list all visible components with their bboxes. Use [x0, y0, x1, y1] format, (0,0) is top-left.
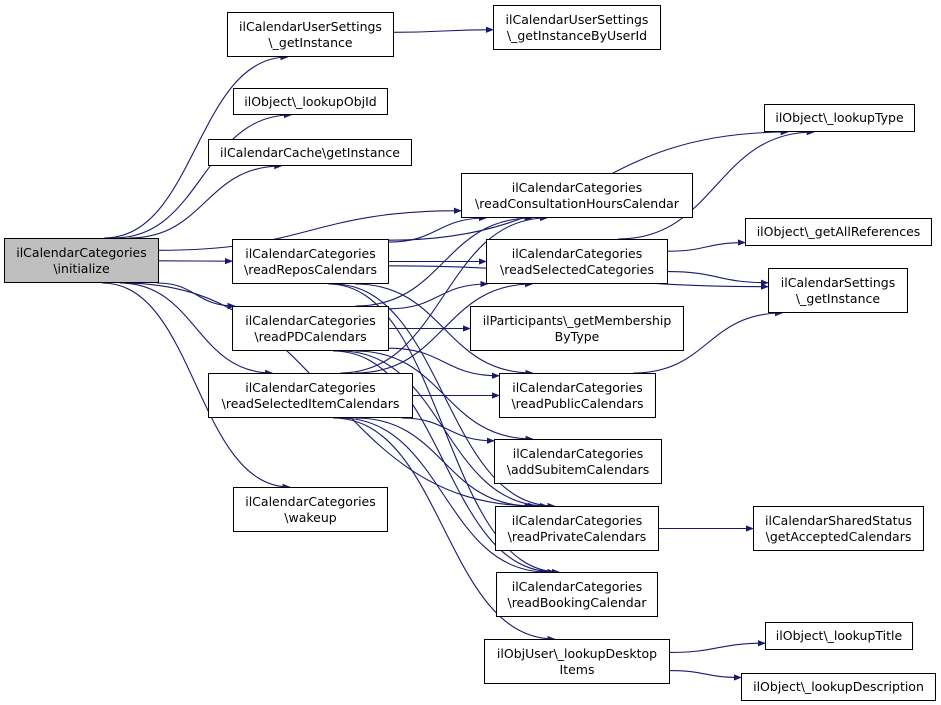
node-readreposcalendars[interactable]: ilCalendarCategories \readReposCalendars [232, 239, 389, 284]
node-label-line2: \readSelectedCategories [500, 261, 654, 277]
node-addsubitemcalendars[interactable]: ilCalendarCategories \addSubitemCalendar… [494, 439, 662, 484]
node-sharedstatus-getacceptedcalendars[interactable]: ilCalendarSharedStatus \getAcceptedCalen… [753, 506, 924, 551]
node-label-line1: ilCalendarCache\getInstance [220, 144, 400, 160]
node-label-line1: ilCalendarCategories [511, 512, 643, 528]
node-lookupobjid[interactable]: ilObject\_lookupObjId [233, 88, 388, 115]
edge-lookupdesktop-to-lookuptitle [669, 640, 766, 653]
node-lookupdesktopitems[interactable]: ilObjUser\_lookupDesktop Items [484, 639, 670, 684]
edge-readselecteditem-to-readselected [355, 280, 534, 374]
edge-readrepos-to-readconsultation [388, 214, 487, 243]
edge-readselecteditem-to-readconsultation [340, 214, 548, 374]
node-lookuptitle[interactable]: ilObject\_lookupTitle [765, 622, 913, 650]
node-label-line2: \_getInstanceByUserId [506, 27, 648, 43]
node-label-line1: ilCalendarUserSettings [239, 18, 382, 34]
node-readpdcalendars[interactable]: ilCalendarCategories \readPDCalendars [232, 306, 389, 351]
node-label-line2: \initialize [53, 260, 110, 276]
node-label-line1: ilCalendarCategories [245, 493, 376, 509]
edge-readpd-to-readpublic [388, 347, 500, 379]
edge-root-to-cache_getinstance [129, 162, 283, 239]
node-readprivatecalendars[interactable]: ilCalendarCategories \readPrivateCalenda… [495, 506, 659, 551]
node-label-line1: ilObject\_lookupObjId [244, 93, 377, 109]
node-label-line1: ilCalendarCategories [511, 179, 643, 195]
node-wakeup[interactable]: ilCalendarCategories \wakeup [233, 487, 388, 532]
node-label-line1: ilObject\_getAllReferences [756, 224, 921, 239]
edge-usersettings_getinstance-to-usersettings_byuserid [393, 26, 494, 33]
node-label-line2: \readPublicCalendars [511, 395, 644, 411]
edge-readpd-to-readprivate [340, 350, 548, 510]
node-readbookingcalendar[interactable]: ilCalendarCategories \readBookingCalenda… [496, 572, 658, 617]
node-lookupdescription[interactable]: ilObject\_lookupDescription [741, 673, 936, 701]
edge-root-to-readselecteditem [119, 282, 274, 377]
node-label-line2: \_getInstance [795, 290, 881, 306]
edge-readselected-to-settings_getinstance [667, 271, 769, 286]
node-readconsultationhourscalendar[interactable]: ilCalendarCategories \readConsultationHo… [461, 173, 693, 218]
edge-readselected-to-getallreferences [667, 239, 746, 252]
node-label-line2: \readPrivateCalendars [507, 528, 647, 544]
edge-readselecteditem-to-readprivate [355, 417, 533, 510]
node-label-line1: ilParticipants\_getMembership [482, 312, 672, 328]
node-label-line2: \readConsultationHoursCalendar [475, 195, 679, 211]
node-root-initialize: ilCalendarCategories \initialize [4, 238, 159, 283]
node-label-line1: ilCalendarCategories [245, 312, 376, 328]
node-label-line1: ilObjUser\_lookupDesktop [496, 645, 658, 661]
node-label-line1: ilCalendarCategories [245, 245, 376, 261]
node-label-line2: \readReposCalendars [244, 261, 377, 277]
node-label-line1: ilCalendarUserSettings [505, 11, 649, 27]
node-label-line2: \addSubitemCalendars [506, 461, 650, 477]
node-usersettings-byuserid[interactable]: ilCalendarUserSettings \_getInstanceByUs… [493, 5, 661, 50]
edge-root-to-lookupobjid [113, 111, 292, 239]
node-label-line2: \getAcceptedCalendars [765, 528, 912, 544]
edge-readselecteditem-to-lookupdesktop [333, 417, 556, 643]
node-label-line1: ilObject\_lookupDescription [753, 679, 924, 694]
edge-readpublic-to-settings_getinstance [633, 309, 783, 374]
node-readselectedcategories[interactable]: ilCalendarCategories \readSelectedCatego… [486, 239, 668, 284]
node-label-line1: ilObject\_lookupType [775, 110, 904, 125]
node-label-line1: ilCalendarCategories [511, 578, 643, 594]
node-label-line1: ilObject\_lookupTitle [775, 628, 903, 643]
node-label-line2: ByType [554, 328, 600, 344]
node-label-line2: Items [559, 661, 595, 677]
node-participants-getmembershipbytype[interactable]: ilParticipants\_getMembership ByType [470, 306, 684, 351]
edge-readpd-to-readconsultation [355, 214, 533, 307]
edge-readselecteditem-to-readbooking [340, 417, 548, 576]
node-label-line1: ilCalendarSharedStatus [765, 512, 912, 528]
node-label-line2: \readSelectedItemCalendars [221, 395, 400, 411]
node-readselecteditemcalendars[interactable]: ilCalendarCategories \readSelectedItemCa… [208, 373, 413, 418]
node-label-line2: \wakeup [284, 509, 337, 525]
node-label-line2: \_getInstance [268, 34, 353, 50]
node-label-line2: \readBookingCalendar [507, 594, 647, 610]
edge-root-to-readconsultation [158, 207, 462, 251]
node-label-line1: ilCalendarCategories [512, 445, 644, 461]
node-getallreferences[interactable]: ilObject\_getAllReferences [745, 218, 932, 246]
node-label-line1: ilCalendarCategories [512, 379, 643, 395]
edge-root-to-wakeup [102, 282, 291, 491]
node-label-line1: ilCalendarCategories [16, 244, 147, 260]
node-label-line1: ilCalendarCategories [245, 379, 376, 395]
node-label-line1: ilCalendarCategories [511, 245, 643, 261]
node-label-line1: ilCalendarSettings [780, 274, 896, 290]
node-lookuptype[interactable]: ilObject\_lookupType [764, 104, 915, 132]
node-usersettings-getinstance[interactable]: ilCalendarUserSettings \_getInstance [227, 12, 394, 57]
edge-lookupdesktop-to-lookupdescription [669, 670, 742, 681]
edge-readselecteditem-to-addsubitem [401, 417, 495, 444]
node-cache-getinstance[interactable]: ilCalendarCache\getInstance [208, 139, 412, 166]
edge-root-to-usersettings_getinstance [104, 53, 289, 239]
node-label-line2: \readPDCalendars [254, 328, 367, 344]
node-settings-getinstance[interactable]: ilCalendarSettings \_getInstance [768, 268, 908, 313]
node-readpubliccalendars[interactable]: ilCalendarCategories \readPublicCalendar… [499, 373, 656, 418]
edge-readselected-to-lookuptype [618, 128, 815, 240]
edge-readpd-to-readselected [388, 280, 489, 310]
